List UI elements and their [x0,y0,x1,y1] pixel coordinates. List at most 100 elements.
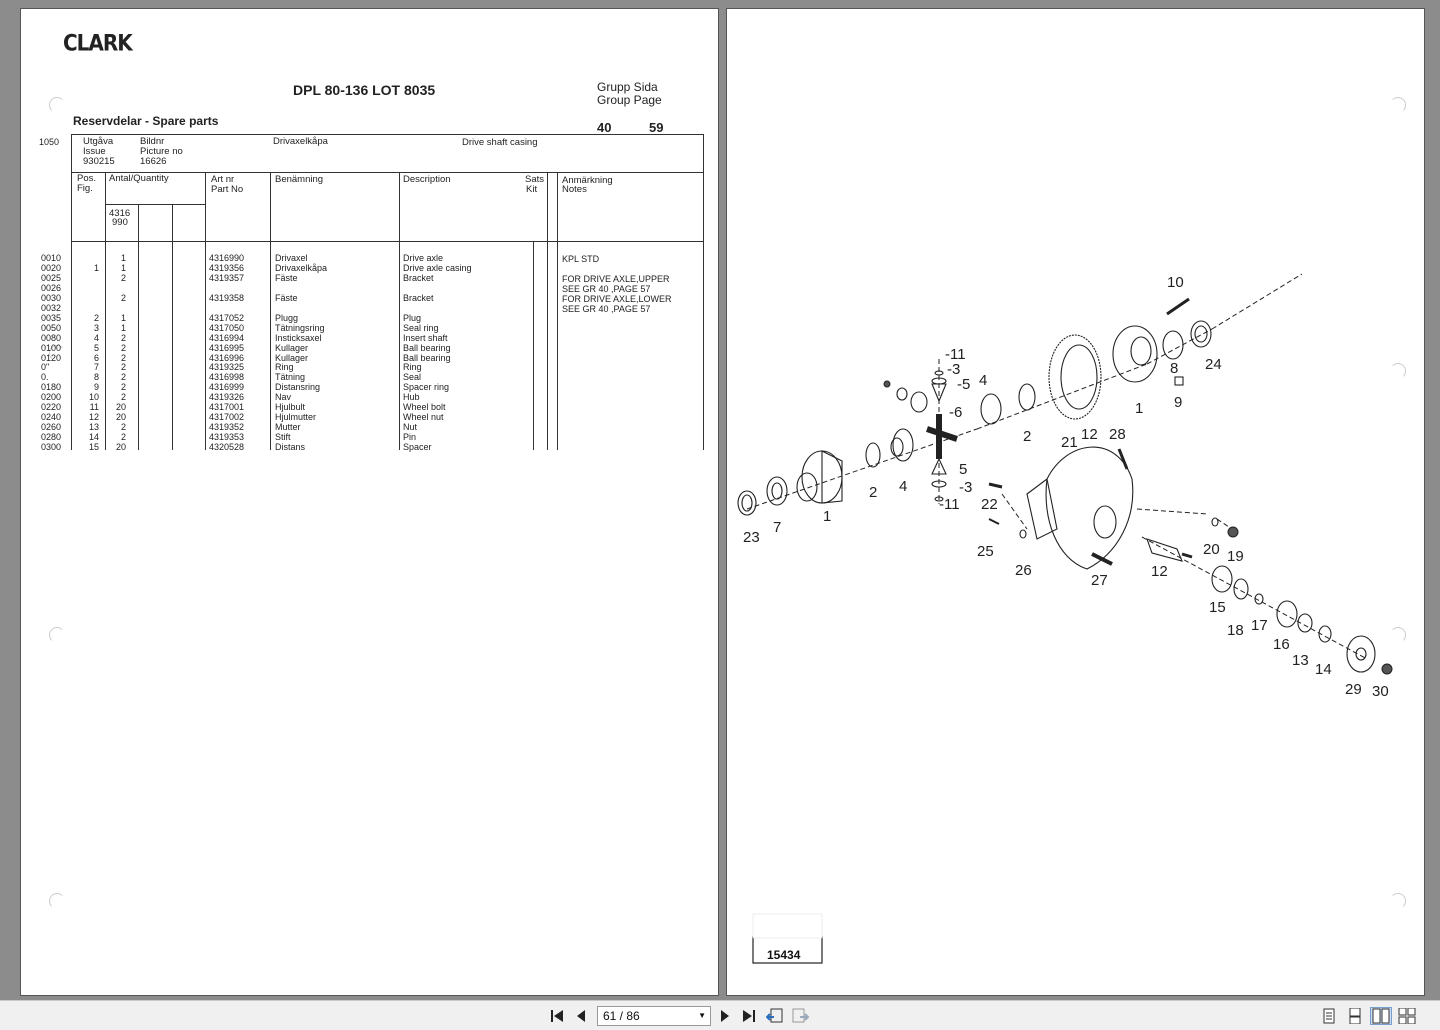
row-cell-swe: Distans [275,442,306,453]
callout-label: 7 [773,519,781,536]
row-cell-swe: Hjulbult [275,402,306,413]
last-page-icon[interactable] [740,1007,758,1025]
row-cell-qty: 20 [115,402,126,413]
row-cell-eng: Plug [403,312,422,323]
row-cell-code: 0050 [41,322,62,333]
callout-label: 30 [1372,683,1389,700]
callout-label: 5 [959,461,967,478]
two-page-icon[interactable] [1370,1007,1392,1025]
row-cell-eng: Drive axle casing [403,262,472,273]
row-cell-code: 0100 [41,342,62,353]
next-page-icon[interactable] [716,1007,734,1025]
first-page-icon[interactable] [548,1007,566,1025]
row-cell-qty: 2 [120,342,126,353]
row-cell-swe: Insticksaxel [275,332,322,343]
callout-label: 26 [1015,562,1032,579]
row-cell-note: SEE GR 40 ,PAGE 57 [562,283,651,294]
callout-label: 16 [1273,636,1290,653]
row-cell-pos: 4 [93,332,99,343]
row-cell-code: 0032 [41,302,62,313]
col-pos: Pos. [77,173,97,184]
callout-label: 2 [869,484,877,501]
row-cell-code: 0220 [41,402,62,413]
callout-label: 20 [1203,541,1220,558]
punch-hole [49,97,65,113]
row-cell-part: 4319326 [209,392,245,403]
picture-no-value: 16626 [140,156,167,167]
row-cell-code: 0020 [41,262,62,273]
callout-label: 19 [1227,548,1244,565]
row-cell-qty: 2 [120,422,126,433]
row-cell-swe: Plugg [275,312,299,323]
row-cell-eng: Seal ring [403,322,439,333]
utgava-label: Utgåva [83,136,114,147]
col-description: Description [403,174,451,185]
drawing-number: 15434 [767,948,801,962]
row-cell-qty: 1 [120,253,126,263]
go-forward-icon[interactable] [792,1007,810,1025]
spare-parts-heading: Reservdelar - Spare parts [73,114,219,128]
col-fig: Fig. [77,183,93,194]
row-cell-qty: 20 [115,442,126,453]
row-cell-part: 4317052 [209,312,245,323]
callout-label: 10 [1167,274,1184,291]
single-page-icon[interactable] [1320,1007,1338,1025]
callout-label: 21 [1061,434,1078,451]
page-number-value: 61 / 86 [603,1009,640,1023]
punch-hole [49,627,65,643]
row-cell-code: 0035 [41,312,62,323]
row-cell-part: 4319356 [209,262,245,273]
left-page: CLARK DPL 80-136 LOT 8035 Grupp Sida Gro… [20,8,719,996]
row-cell-part: 4320528 [209,442,245,453]
two-page-continuous-icon[interactable] [1398,1007,1416,1025]
row-cell-code: 0" [41,362,50,373]
row-cell-code: 0200 [41,392,62,403]
col-kit: Kit [526,184,538,195]
row-cell-pos: 12 [88,412,99,423]
col-sats: Sats [525,174,545,185]
row-cell-swe: Stift [275,432,291,443]
group-number: 40 [597,120,612,135]
row-cell-code: 0260 [41,422,62,433]
row-cell-swe: Tätningsring [275,322,325,333]
row-cell-pos: 1 [93,262,99,273]
go-back-icon[interactable] [766,1007,784,1025]
row-cell-code: 0180 [41,382,62,393]
callout-label: -5 [957,376,970,393]
punch-hole [49,345,65,361]
callout-label: 29 [1345,681,1362,698]
row-cell-qty: 20 [115,412,126,423]
swedish-title: Drivaxelkåpa [273,136,328,147]
row-cell-qty: 1 [120,322,126,333]
callout-label: 1 [1135,400,1143,417]
row-cell-qty: 2 [120,292,126,303]
page-number-select[interactable]: 61 / 86 ▼ [597,1006,711,1026]
row-cell-part: 4316995 [209,342,245,353]
row-cell-qty: 1 [120,262,126,273]
row-cell-eng: Pin [403,432,417,443]
row-cell-part: 4317050 [209,322,245,333]
row-cell-qty: 1 [120,312,126,323]
prev-page-icon[interactable] [572,1007,590,1025]
row-cell-code: 0300 [41,442,62,453]
row-cell-part: 4317002 [209,412,245,423]
row-cell-note: FOR DRIVE AXLE,LOWER [562,293,672,304]
callout-label: 24 [1205,356,1222,373]
row-cell-swe: Nav [275,392,292,403]
row-cell-note: SEE GR 40 ,PAGE 57 [562,303,651,314]
grupp-sida-label: Grupp Sida [597,80,658,94]
row-cell-eng: Hub [403,392,420,403]
row-cell-note: FOR DRIVE AXLE,UPPER [562,273,670,284]
col-anmarkning: Anmärkning [562,175,613,186]
row-cell-swe: Fäste [275,292,298,303]
callout-label: 2 [1023,428,1031,445]
row-cell-eng: Spacer [403,442,432,453]
row-cell-eng: Wheel nut [403,412,444,423]
continuous-icon[interactable] [1346,1007,1364,1025]
row-cell-qty: 2 [120,332,126,343]
callout-label: 9 [1174,394,1182,411]
row-cell-part: 4319357 [209,272,245,283]
col-notes: Notes [562,184,587,195]
row-cell-part: 4319352 [209,422,245,433]
